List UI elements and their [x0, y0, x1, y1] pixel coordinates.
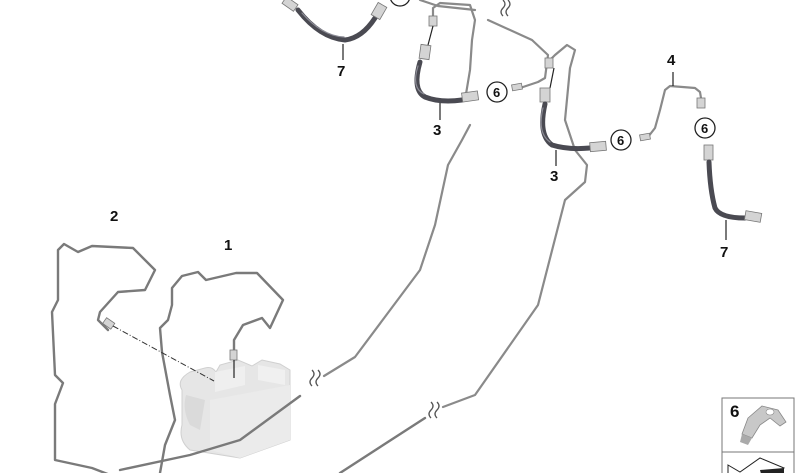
- brake-pipe-long-rear: [338, 148, 589, 473]
- brake-pipe-long-front: [118, 123, 472, 472]
- brake-hose-3-right: [539, 43, 607, 166]
- callout-2: 2: [110, 208, 118, 225]
- circled-callout-6c: 6: [701, 121, 708, 136]
- abs-unit: [179, 359, 291, 459]
- brake-hose-7-top: [281, 0, 388, 60]
- brake-pipe-1: [158, 270, 285, 473]
- circled-callout-6b: 6: [617, 133, 624, 148]
- inset-part-6[interactable]: 6: [721, 397, 795, 473]
- callout-3b: 3: [550, 168, 558, 185]
- callouts: 1 2 3 3 4 7 7: [110, 52, 728, 261]
- break-symbol: [500, 0, 511, 17]
- brake-hose-7-right: [703, 144, 763, 240]
- callout-4: 4: [667, 52, 676, 69]
- brake-hose-3-left: [414, 25, 523, 120]
- callout-7a: 7: [337, 63, 345, 80]
- inset-label-6: 6: [730, 402, 739, 421]
- arrow-icon: [727, 457, 786, 473]
- brake-pipe-4: [639, 72, 706, 142]
- brake-pipe-2: [50, 242, 157, 473]
- callout-7b: 7: [720, 244, 728, 261]
- callout-3a: 3: [433, 122, 441, 139]
- break-symbol: [428, 401, 440, 419]
- callout-1: 1: [224, 237, 232, 254]
- break-symbol: [309, 369, 321, 387]
- connection-line: [112, 325, 215, 382]
- brake-pipe-upper: [418, 0, 550, 102]
- circled-callouts: 6 6 6: [390, 0, 716, 151]
- clip-icon: [740, 405, 787, 445]
- circled-callout-6a: 6: [493, 85, 500, 100]
